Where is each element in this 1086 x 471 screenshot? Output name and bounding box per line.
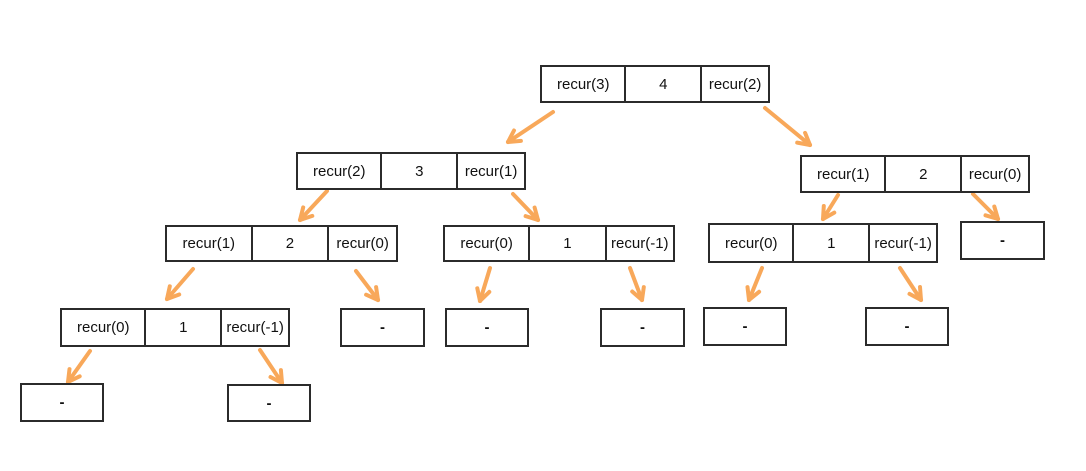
call-cell-left: recur(1) <box>816 165 870 183</box>
call-cell-left: recur(0) <box>460 235 513 252</box>
tree-node-l4-c: - <box>445 308 529 347</box>
tree-node-l4-e: - <box>703 307 787 346</box>
edge-arrow-l3-a-to-l4-a <box>165 267 195 301</box>
tree-node-l3-d: - <box>960 221 1045 260</box>
value-cell: 1 <box>528 227 604 260</box>
result-dash: - <box>904 318 910 335</box>
call-cell-left: recur(2) <box>312 162 366 180</box>
tree-node-l4-b: - <box>340 308 425 347</box>
tree-node-l4-f: - <box>865 307 949 346</box>
edge-arrow-l3-b-to-l4-c <box>475 266 492 303</box>
call-cell-right: recur(-1) <box>220 310 288 345</box>
tree-node-l5-a: - <box>20 383 104 422</box>
value-cell: 2 <box>250 227 328 260</box>
result-dash: - <box>59 394 65 411</box>
tree-node-l5-b: - <box>227 384 311 422</box>
call-cell-right: recur(0) <box>960 157 1028 191</box>
result-dash: - <box>484 319 490 336</box>
call-cell-left: recur(3) <box>556 75 610 93</box>
call-cell-right: recur(1) <box>456 154 524 188</box>
call-cell-right: recur(-1) <box>868 225 936 261</box>
value-cell: 4 <box>624 67 700 101</box>
edge-arrow-l3-a-to-l4-b <box>354 269 380 302</box>
result-dash: - <box>742 318 748 335</box>
edge-arrow-l2-right-to-l3-c <box>821 193 840 221</box>
call-cell-left: recur(1) <box>182 235 236 252</box>
edge-arrow-l4-a-to-l5-a <box>66 349 92 384</box>
call-cell-left: recur(0) <box>724 234 778 252</box>
value-cell: 1 <box>792 225 868 261</box>
call-cell-right: recur(2) <box>700 67 768 101</box>
value-cell: 3 <box>380 154 456 188</box>
result-dash: - <box>380 319 385 336</box>
edge-arrow-l2-left-to-l3-b <box>511 192 540 222</box>
call-cell-right: recur(0) <box>327 227 396 260</box>
value-cell: 2 <box>884 157 960 191</box>
tree-node-l4-d: - <box>600 308 685 347</box>
edge-arrow-l3-c-to-l4-f <box>898 266 923 302</box>
result-dash: - <box>266 394 272 412</box>
call-cell-right: recur(-1) <box>604 227 673 260</box>
value-cell: 1 <box>144 310 220 345</box>
edge-arrow-root-to-l2-right <box>763 106 812 147</box>
call-cell-left: recur(0) <box>76 319 130 336</box>
edge-arrow-l4-a-to-l5-b <box>258 348 284 385</box>
edge-arrow-l2-left-to-l3-a <box>298 189 329 222</box>
result-dash: - <box>640 319 645 336</box>
edge-arrow-l3-c-to-l4-e <box>745 266 764 302</box>
result-dash: - <box>1000 232 1005 249</box>
edge-arrow-root-to-l2-left <box>506 110 555 144</box>
edge-arrow-l2-right-to-l3-d <box>971 192 1000 221</box>
edge-arrow-l3-b-to-l4-d <box>628 266 646 302</box>
